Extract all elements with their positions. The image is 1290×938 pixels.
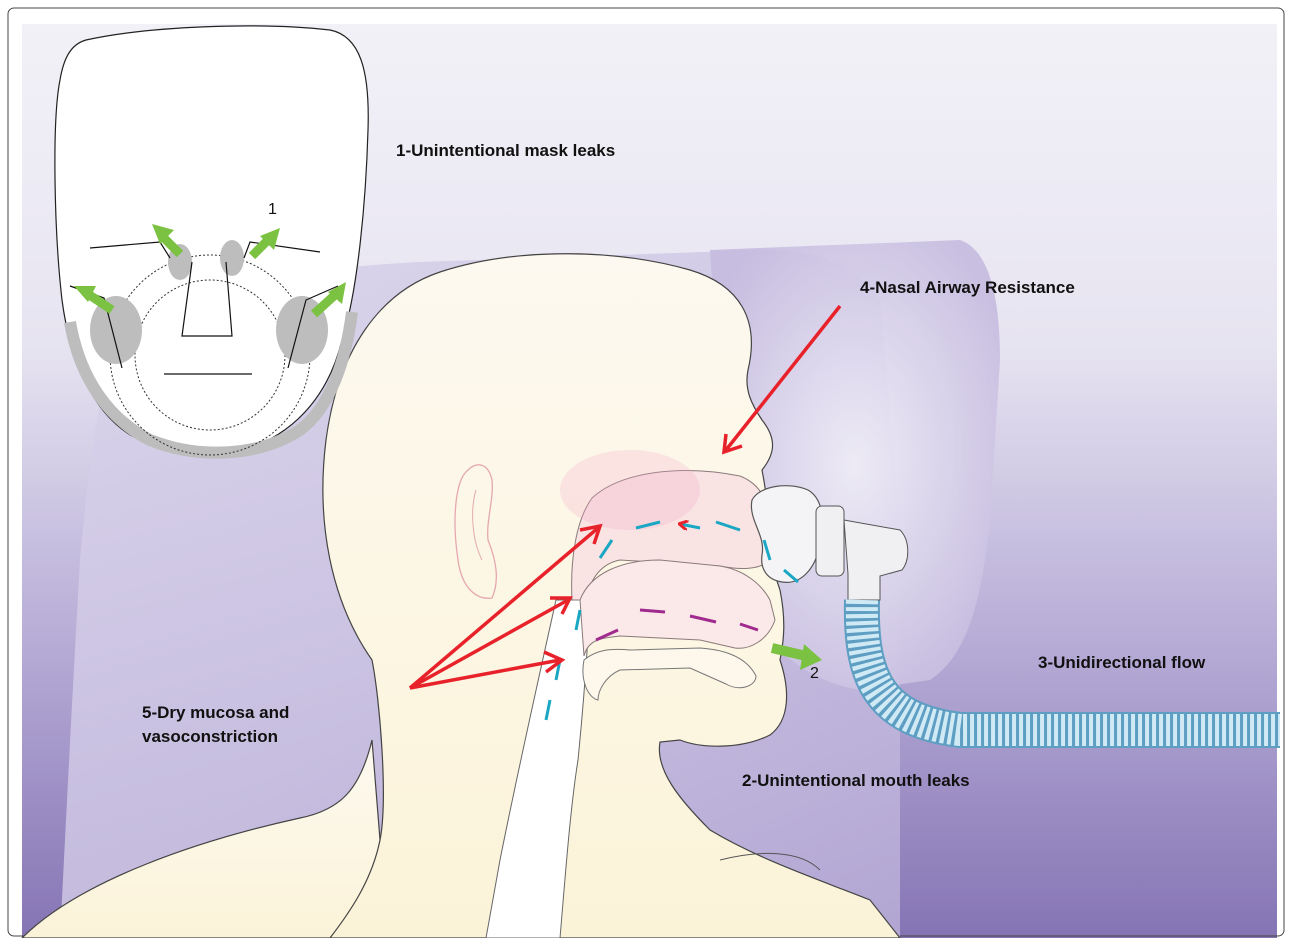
label-marker-1: 1 (268, 201, 277, 218)
label-mask-leaks: 1-Unintentional mask leaks (396, 141, 615, 160)
mucosa-glow (560, 450, 700, 530)
leak-zone (220, 240, 244, 276)
label-unidirectional-flow: 3-Unidirectional flow (1038, 653, 1206, 672)
label-dry-mucosa-line1: 5-Dry mucosa and (142, 703, 289, 722)
exhale-arrow (640, 610, 665, 612)
mask-connector (816, 506, 844, 576)
label-marker-2: 2 (810, 665, 819, 682)
leak-zone (90, 296, 142, 364)
label-mouth-leaks: 2-Unintentional mouth leaks (742, 771, 970, 790)
face-inset (55, 26, 368, 455)
label-dry-mucosa-line2: vasoconstriction (142, 727, 278, 746)
label-nasal-resistance: 4-Nasal Airway Resistance (860, 278, 1075, 297)
